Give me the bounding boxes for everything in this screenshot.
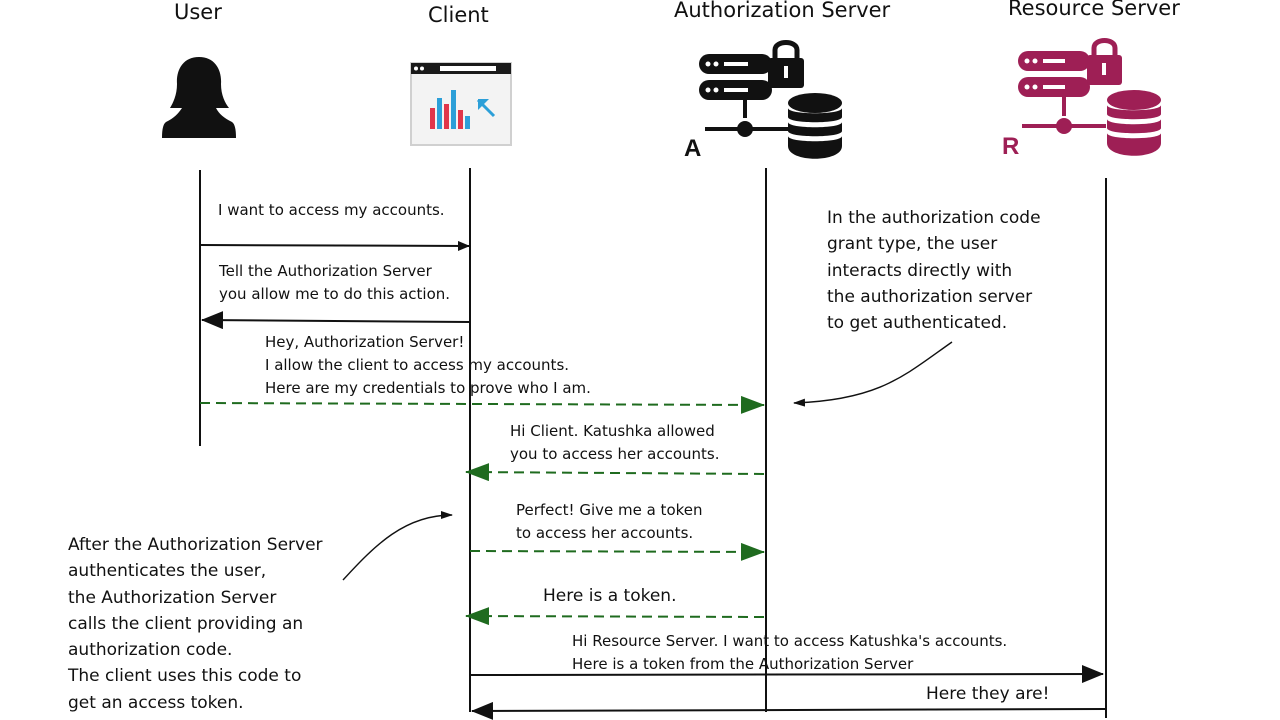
arrow-client-to-user bbox=[201, 311, 471, 330]
user-icon bbox=[162, 57, 236, 138]
actor-label-resource-server: Resource Server bbox=[1008, 0, 1180, 20]
arrow-auth-to-client-token-dashed bbox=[465, 607, 765, 626]
message-1: I want to access my accounts. bbox=[218, 201, 445, 219]
arrow-client-to-auth-dashed bbox=[469, 542, 765, 561]
arrow-user-to-client bbox=[199, 240, 470, 251]
note-pointer-left bbox=[342, 511, 453, 581]
message-2: Tell the Authorization Server you allow … bbox=[219, 262, 451, 303]
authorization-server-icon bbox=[699, 40, 842, 159]
authorization-server-letter: A bbox=[684, 135, 701, 162]
arrow-user-to-auth-dashed bbox=[199, 395, 765, 414]
arrow-resource-to-client bbox=[471, 701, 1107, 720]
resource-server-letter: R bbox=[1002, 133, 1019, 160]
actor-label-user: User bbox=[174, 0, 222, 24]
resource-server-icon bbox=[1018, 38, 1161, 156]
message-8: Here they are! bbox=[926, 684, 1050, 704]
message-5: Perfect! Give me a token to access her a… bbox=[516, 501, 703, 542]
note-pointer-right bbox=[793, 341, 953, 407]
client-browser-icon bbox=[410, 62, 512, 146]
arrow-auth-to-client-dashed bbox=[465, 463, 765, 482]
message-6: Here is a token. bbox=[543, 586, 677, 606]
note-right: In the authorization code grant type, th… bbox=[827, 208, 1041, 334]
actor-label-client: Client bbox=[428, 3, 489, 27]
message-3: Hey, Authorization Server! I allow the c… bbox=[265, 333, 591, 397]
message-7: Hi Resource Server. I want to access Kat… bbox=[572, 632, 1008, 673]
actor-label-authorization-server: Authorization Server bbox=[674, 0, 891, 22]
note-left: After the Authorization Server authentic… bbox=[68, 535, 323, 713]
message-4: Hi Client. Katushka allowed you to acces… bbox=[510, 422, 720, 463]
arrow-client-to-resource bbox=[469, 665, 1104, 684]
